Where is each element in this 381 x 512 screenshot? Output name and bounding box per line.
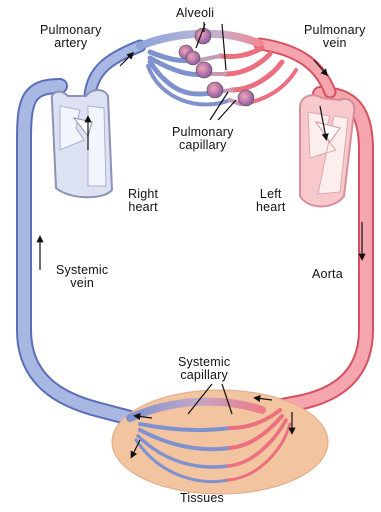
- left-heart-label: Left heart: [256, 188, 286, 214]
- pulmonary-capillary-line2: capillary: [172, 139, 234, 152]
- alveoli-label: Alveoli: [176, 7, 214, 20]
- systemic-vein-line2: vein: [56, 277, 108, 290]
- pulmonary-capillary-label: Pulmonary capillary: [172, 126, 234, 152]
- right-heart: [52, 90, 112, 197]
- systemic-capillary-label: Systemic capillary: [178, 356, 230, 382]
- pulmonary-vein-line2: vein: [304, 37, 366, 50]
- systemic-capillary-line2: capillary: [178, 369, 230, 382]
- right-heart-line2: heart: [128, 201, 158, 214]
- left-heart: [300, 95, 354, 206]
- pulmonary-vein-label: Pulmonary vein: [304, 24, 366, 50]
- systemic-vein-label: Systemic vein: [56, 264, 108, 290]
- pulmonary-artery-line2: artery: [40, 37, 102, 50]
- right-heart-label: Right heart: [128, 188, 158, 214]
- left-heart-line2: heart: [256, 201, 286, 214]
- pulmonary-artery-label: Pulmonary artery: [40, 24, 102, 50]
- tissues-label: Tissues: [180, 492, 224, 505]
- aorta-label: Aorta: [312, 268, 343, 281]
